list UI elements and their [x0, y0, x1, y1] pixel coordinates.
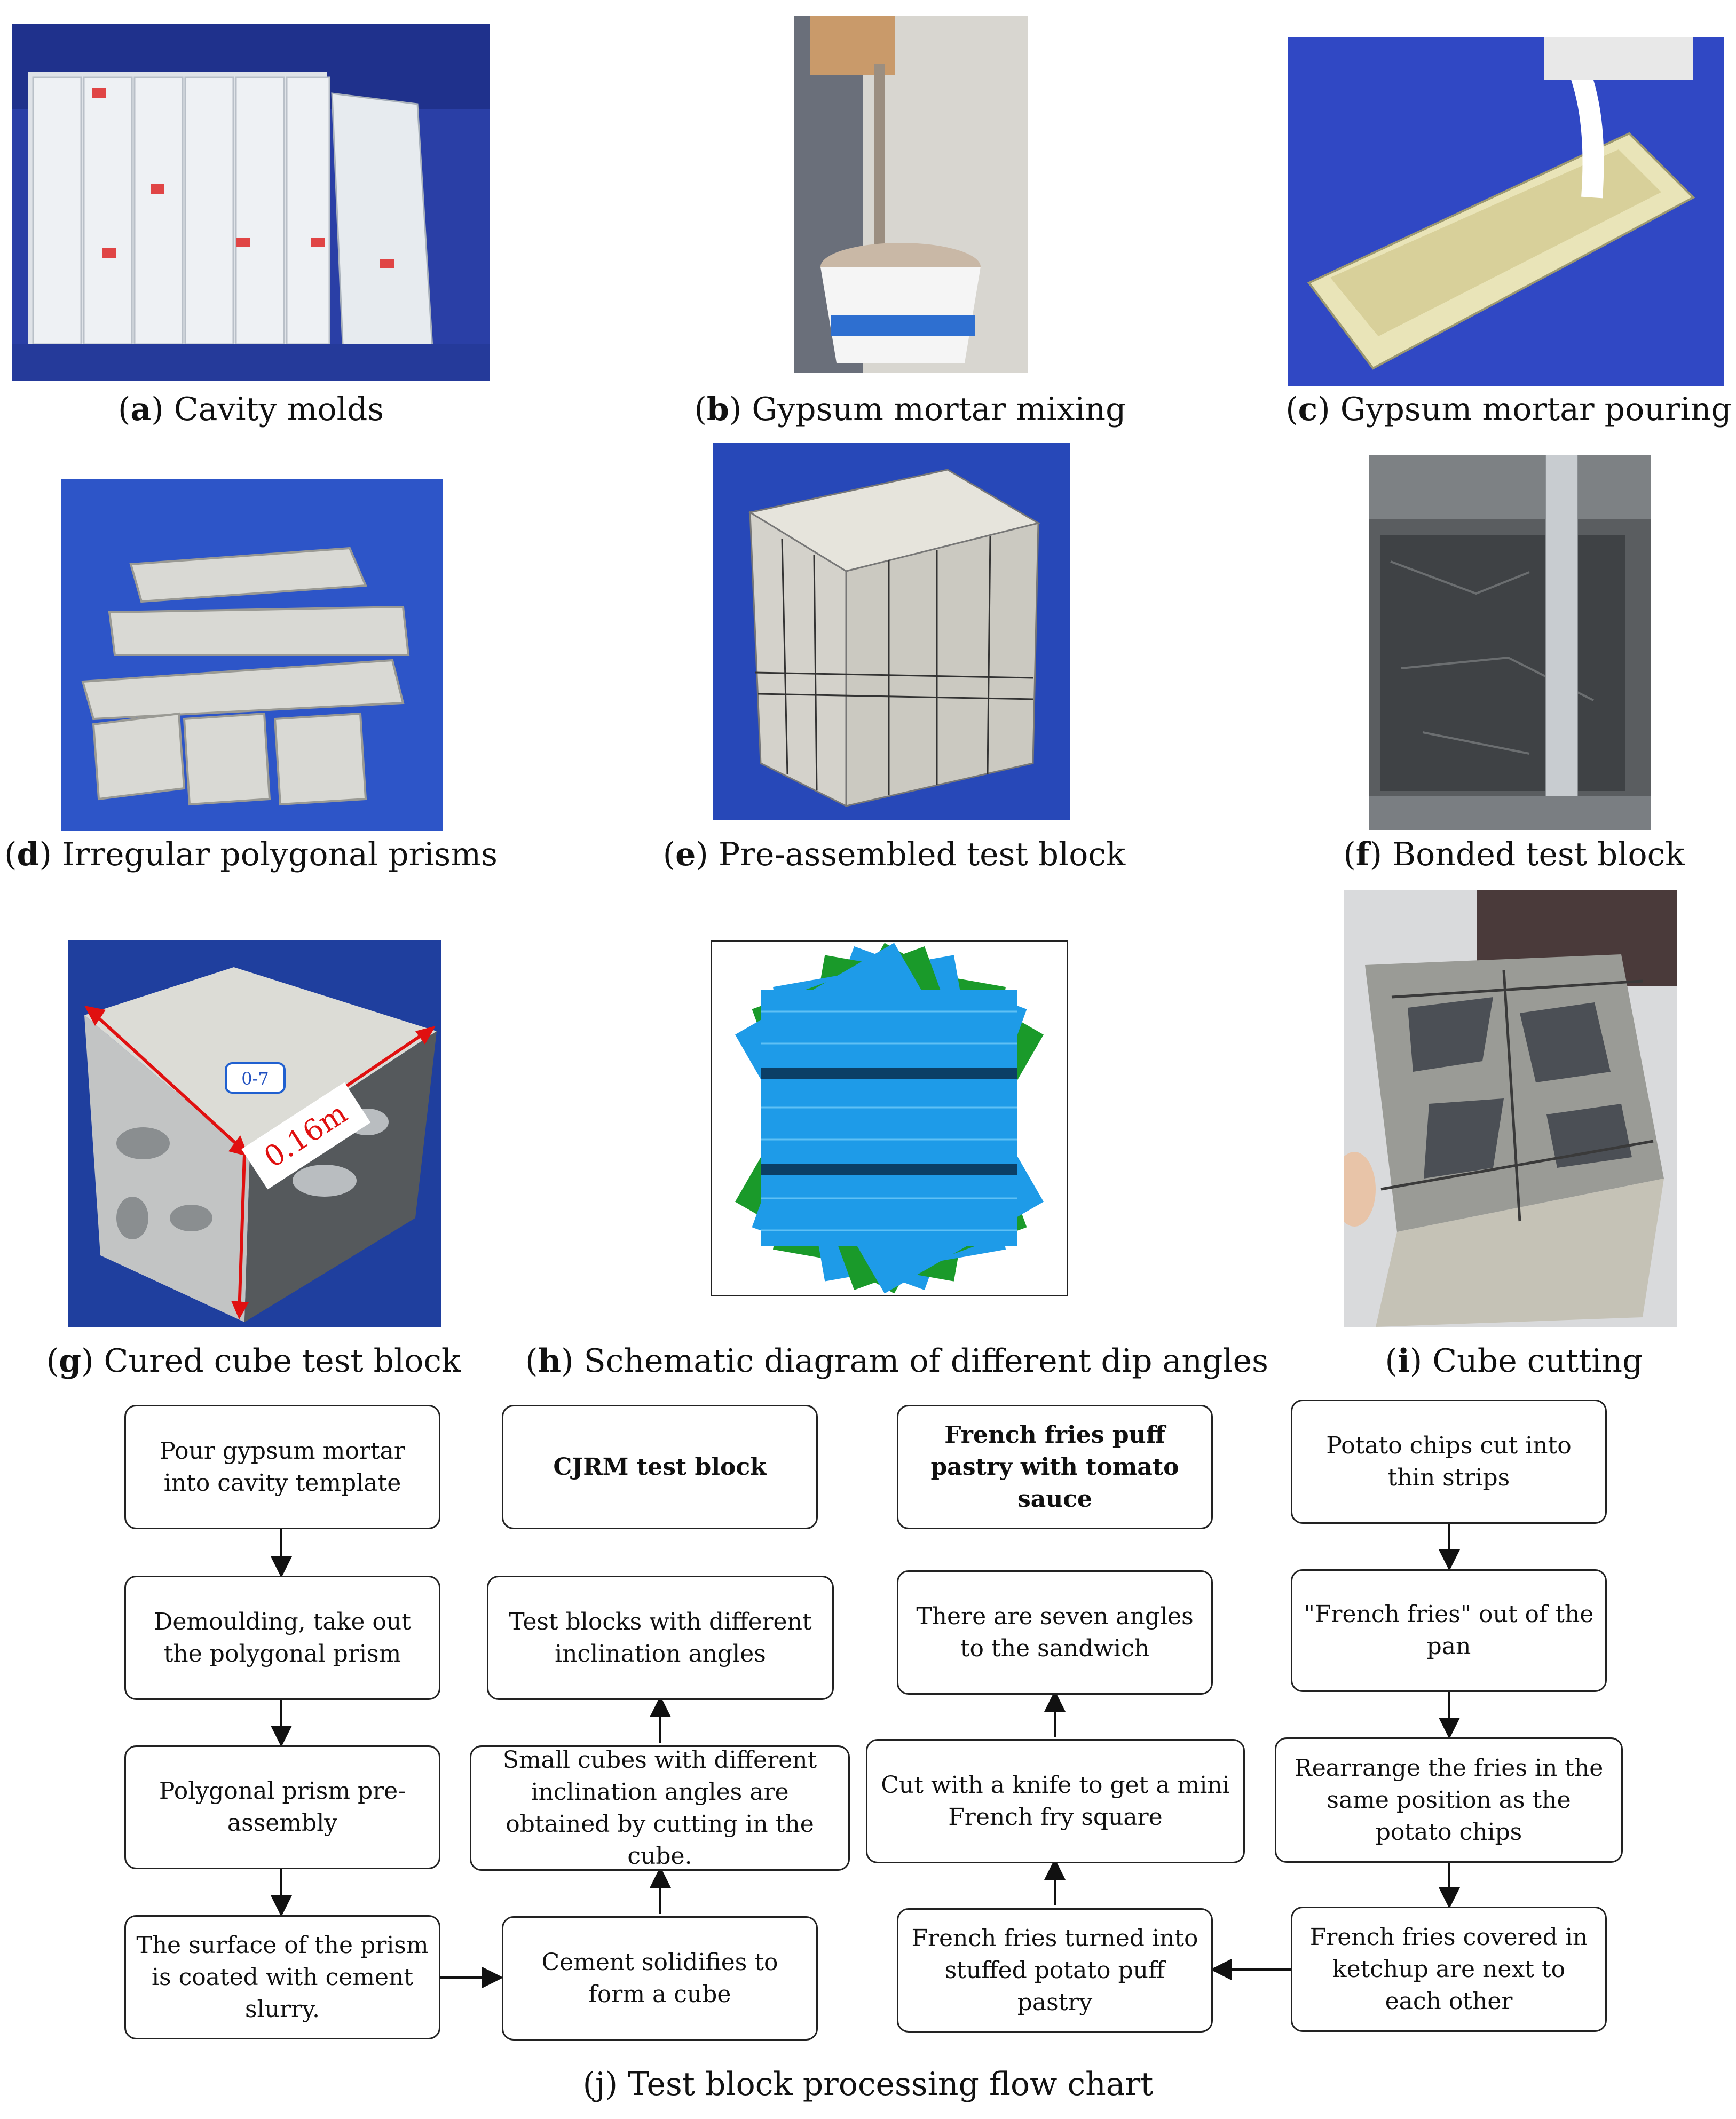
flow-box-potato-chips: Potato chips cut into thin strips: [1291, 1400, 1607, 1524]
flow-box-small-cubes: Small cubes with different inclination a…: [470, 1745, 850, 1871]
flow-box-rearrange-fries: Rearrange the fries in the same position…: [1275, 1737, 1623, 1863]
photo-pre-assembled-block: [713, 443, 1070, 820]
photo-cavity-molds: [12, 24, 490, 381]
caption-d: (d) Irregular polygonal prisms: [4, 836, 498, 873]
flow-box-pre-assembly: Polygonal prism pre-assembly: [124, 1745, 440, 1869]
photo-cube-cutting: [1344, 890, 1677, 1327]
flow-box-cement-solidifies: Cement solidifies to form a cube: [502, 1916, 818, 2041]
flow-box-cement-slurry: The surface of the prism is coated with …: [124, 1915, 440, 2039]
caption-f: (f) Bonded test block: [1343, 836, 1685, 873]
flow-box-puff-pastry: French fries puff pastry with tomato sau…: [897, 1405, 1213, 1529]
photo-cured-cube: 0-7 0.16m: [68, 940, 441, 1327]
photo-gypsum-pouring: [1288, 37, 1724, 386]
caption-b: (b) Gypsum mortar mixing: [694, 391, 1126, 428]
dip-angle-schematic: [711, 940, 1068, 1296]
photo-polygonal-prisms: [61, 479, 443, 831]
sample-tag: 0-7: [241, 1069, 269, 1089]
caption-i: (i) Cube cutting: [1385, 1342, 1643, 1380]
caption-j: (j) Test block processing flow chart: [582, 2066, 1154, 2103]
flow-box-cut-knife: Cut with a knife to get a mini French fr…: [866, 1739, 1245, 1863]
photo-gypsum-mixing: [794, 16, 1028, 373]
flow-box-fries-out: "French fries" out of the pan: [1291, 1569, 1607, 1692]
flow-box-seven-angles: There are seven angles to the sandwich: [897, 1570, 1213, 1695]
caption-a: (a) Cavity molds: [117, 391, 384, 428]
flow-box-inclination-blocks: Test blocks with different inclination a…: [487, 1576, 834, 1700]
caption-e: (e) Pre-assembled test block: [662, 836, 1126, 873]
caption-h: (h) Schematic diagram of different dip a…: [525, 1342, 1268, 1380]
caption-g: (g) Cured cube test block: [46, 1342, 461, 1380]
flow-box-fries-ketchup: French fries covered in ketchup are next…: [1291, 1907, 1607, 2032]
flow-box-cjrm-test-block: CJRM test block: [502, 1405, 818, 1529]
flow-box-stuffed-pastry: French fries turned into stuffed potato …: [897, 1908, 1213, 2033]
photo-bonded-block: [1369, 455, 1651, 830]
flow-box-pour-mortar: Pour gypsum mortar into cavity template: [124, 1405, 440, 1529]
caption-c: (c) Gypsum mortar pouring: [1285, 391, 1732, 428]
flow-box-demoulding: Demoulding, take out the polygonal prism: [124, 1576, 440, 1700]
